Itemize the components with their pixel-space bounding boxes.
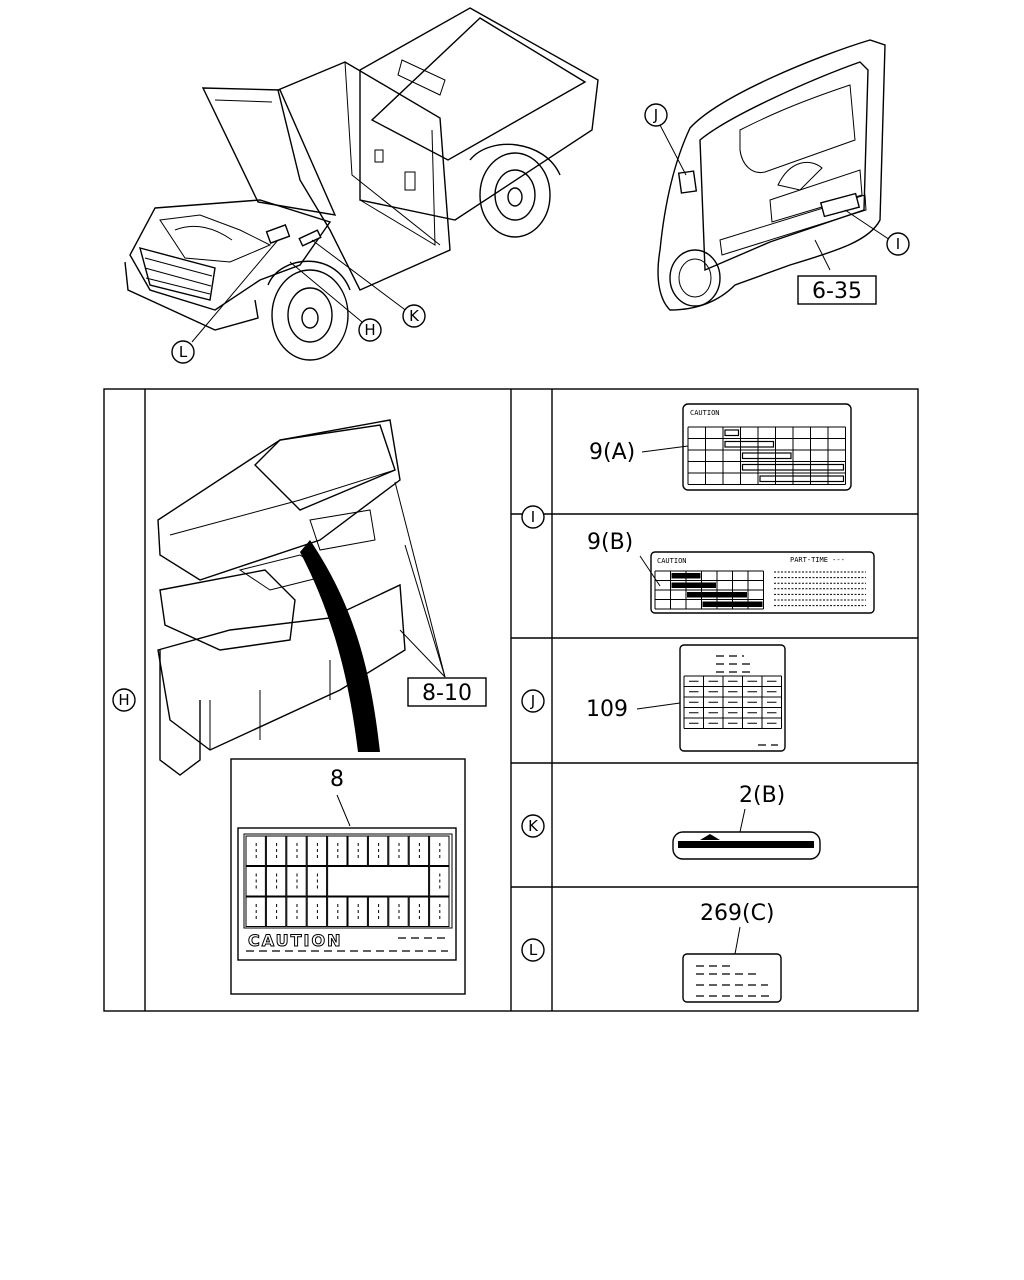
ref-door-panel: 6-35 [812, 279, 862, 304]
callout-j: J [653, 106, 658, 124]
row-marker-k: K [528, 817, 539, 835]
callout-h: H [364, 321, 375, 339]
callout-k: K [409, 307, 420, 325]
part-269c: 269(C) [700, 901, 775, 926]
callout-l: L [179, 343, 188, 361]
label-table: H I J K L [103, 388, 919, 1012]
truck-illustration: L H K [124, 7, 599, 364]
label-9b-cell: 9(B) CAUTION PART-TIME --- [587, 530, 875, 614]
door-panel-illustration: J I 6-35 [644, 39, 910, 311]
label-9b-title: CAUTION [657, 557, 687, 565]
row-marker-h: H [118, 691, 129, 709]
label-9b-right-title: PART-TIME --- [790, 556, 845, 564]
row-marker-l: L [529, 941, 538, 959]
callout-i: I [896, 235, 900, 253]
label-9a-title: CAUTION [690, 409, 720, 417]
part-9a: 9(A) [589, 440, 635, 465]
label-109-cell: 109 [586, 644, 786, 752]
fuse-box-illustration: 8-10 8 CAUTION [157, 419, 487, 995]
fuse-label-part: 8 [330, 767, 344, 792]
label-2b-cell: 2(B) [672, 783, 821, 860]
fuse-label-caution: CAUTION [248, 931, 342, 950]
label-9a-cell: 9(A) CAUTION [589, 403, 852, 491]
part-9b: 9(B) [587, 530, 633, 555]
part-109: 109 [586, 697, 628, 722]
part-2b: 2(B) [739, 783, 785, 808]
label-269c-cell: 269(C) [682, 901, 782, 1003]
row-marker-j: J [530, 692, 535, 710]
ref-fuse-box: 8-10 [422, 681, 472, 706]
row-marker-i: I [531, 508, 535, 526]
